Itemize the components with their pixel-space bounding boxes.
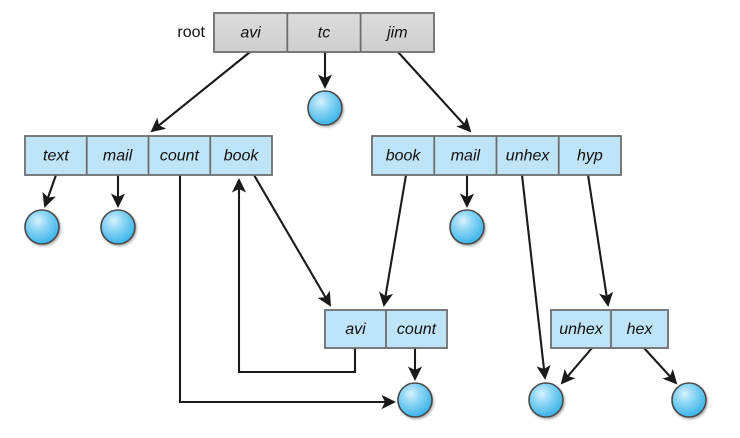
right-lower-body <box>550 309 669 349</box>
edge-rbook-to-mid-lower <box>379 174 408 307</box>
node-right-internal: book mail unhex hyp <box>371 135 622 176</box>
right-lower-cell-unhex: unhex <box>559 321 604 338</box>
edge-rl-unhex-to-leaf <box>560 347 593 385</box>
leaf-node-mail-left <box>100 209 136 245</box>
mid-lower-cell-count: count <box>397 321 437 338</box>
edge-runhex-to-leaf-unhex <box>520 174 551 380</box>
node-left-internal: text mail count book <box>24 135 273 176</box>
edge-count-to-leaf-count <box>178 175 396 410</box>
root-cell-avi: avi <box>240 25 261 42</box>
leaf-node-hex <box>671 382 707 418</box>
right-internal-cell-hyp: hyp <box>577 148 603 165</box>
left-internal-cell-book: book <box>224 148 260 165</box>
edge-text-to-leaf <box>42 174 57 208</box>
leaf-node-mail-right <box>449 209 485 245</box>
edge-rl-hex-to-leaf <box>643 347 678 385</box>
root-cell-tc: tc <box>318 25 330 42</box>
edge-book-to-mid-lower <box>253 174 331 307</box>
leaf-node-unhex <box>528 382 564 418</box>
right-lower-cell-hex: hex <box>627 321 654 338</box>
right-internal-cell-unhex: unhex <box>506 148 551 165</box>
left-internal-cell-count: count <box>160 148 200 165</box>
leaf-node-count <box>397 382 433 418</box>
edge-root-avi-to-left <box>150 51 251 133</box>
node-mid-lower: avi count <box>324 309 448 349</box>
right-internal-cell-book: book <box>386 148 422 165</box>
edge-rhyp-to-right-lower <box>586 174 614 307</box>
leaf-layer <box>24 90 707 418</box>
node-root: avi tc jim <box>213 12 435 53</box>
edge-midlower-avi-to-book <box>231 178 357 374</box>
leaf-node-tc <box>307 90 343 126</box>
root-label: root <box>177 24 205 41</box>
left-internal-cell-mail: mail <box>103 148 133 165</box>
node-right-lower: unhex hex <box>550 309 669 349</box>
root-node-body <box>213 12 435 53</box>
root-cell-jim: jim <box>385 25 407 42</box>
left-internal-cell-text: text <box>43 148 69 165</box>
edge-layer <box>42 51 678 410</box>
leaf-node-text <box>24 209 60 245</box>
right-internal-cell-mail: mail <box>451 148 481 165</box>
edge-root-jim-to-right <box>397 51 472 133</box>
mid-lower-cell-avi: avi <box>345 321 366 338</box>
